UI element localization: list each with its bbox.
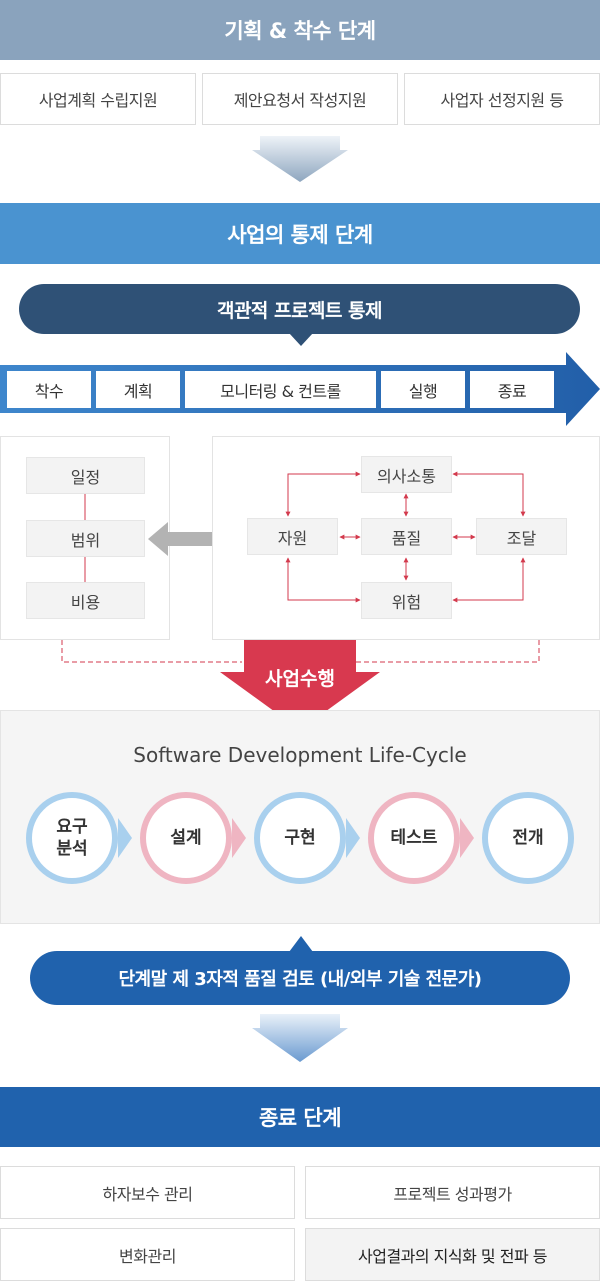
phase-design: 설계 xyxy=(140,792,232,884)
planning-item: 사업계획 수립지원 xyxy=(0,73,196,125)
phase-test: 테스트 xyxy=(368,792,460,884)
resource-box: 자원 xyxy=(247,518,338,555)
scope-box: 범위 xyxy=(26,520,145,557)
sdlc-title: Software Development Life-Cycle xyxy=(133,743,467,767)
risk-box: 위험 xyxy=(361,582,452,619)
phase-requirements-analysis: 요구 분석 xyxy=(26,792,118,884)
phase-implementation: 구현 xyxy=(254,792,346,884)
quality-review-label: 단계말 제 3자적 품질 검토 (내/외부 기술 전문가) xyxy=(118,969,483,990)
execution-label: 사업수행 xyxy=(265,667,335,690)
phase-label-line1: 요구 xyxy=(56,817,88,837)
phase-label: 구현 xyxy=(284,828,316,848)
planning-item: 사업자 선정지원 등 xyxy=(404,73,600,125)
review-pointer xyxy=(289,936,313,952)
phase-label-line2: 분석 xyxy=(56,839,88,859)
bidirectional-arrow-icon xyxy=(148,522,234,556)
process-step-closing: 종료 xyxy=(470,371,554,408)
phase-label: 요구 분석 xyxy=(56,816,87,860)
planning-item: 제안요청서 작성지원 xyxy=(202,73,398,125)
control-stage-header: 사업의 통제 단계 xyxy=(0,203,600,264)
objective-control-label: 객관적 프로젝트 통제 xyxy=(216,299,383,322)
schedule-box: 일정 xyxy=(26,457,145,494)
closing-item: 프로젝트 성과평가 xyxy=(305,1166,600,1219)
phase-label: 테스트 xyxy=(390,828,438,848)
down-arrow-icon xyxy=(252,1014,348,1062)
objective-control-banner: 객관적 프로젝트 통제 xyxy=(19,284,580,334)
down-arrow-icon xyxy=(252,136,348,182)
closing-item: 하자보수 관리 xyxy=(0,1166,295,1219)
banner-pointer xyxy=(289,333,313,346)
phase-label: 설계 xyxy=(170,828,202,848)
procurement-box: 조달 xyxy=(476,518,567,555)
phase-label: 전개 xyxy=(512,828,544,848)
planning-stage-header: 기획 & 착수 단계 xyxy=(0,0,600,60)
process-step-monitoring: 모니터링 & 컨트롤 xyxy=(185,371,376,408)
process-step-planning: 계획 xyxy=(96,371,180,408)
closing-item: 사업결과의 지식화 및 전파 등 xyxy=(305,1228,600,1281)
cost-box: 비용 xyxy=(26,582,145,619)
closing-stage-header: 종료 단계 xyxy=(0,1087,600,1147)
phase-deployment: 전개 xyxy=(482,792,574,884)
communication-box: 의사소통 xyxy=(361,456,452,493)
quality-review-banner: 단계말 제 3자적 품질 검토 (내/외부 기술 전문가) xyxy=(30,951,570,1005)
execution-arrow xyxy=(220,640,380,730)
process-step-execution: 실행 xyxy=(381,371,465,408)
process-step-initiation: 착수 xyxy=(7,371,91,408)
quality-box: 품질 xyxy=(361,518,452,555)
closing-item: 변화관리 xyxy=(0,1228,295,1281)
